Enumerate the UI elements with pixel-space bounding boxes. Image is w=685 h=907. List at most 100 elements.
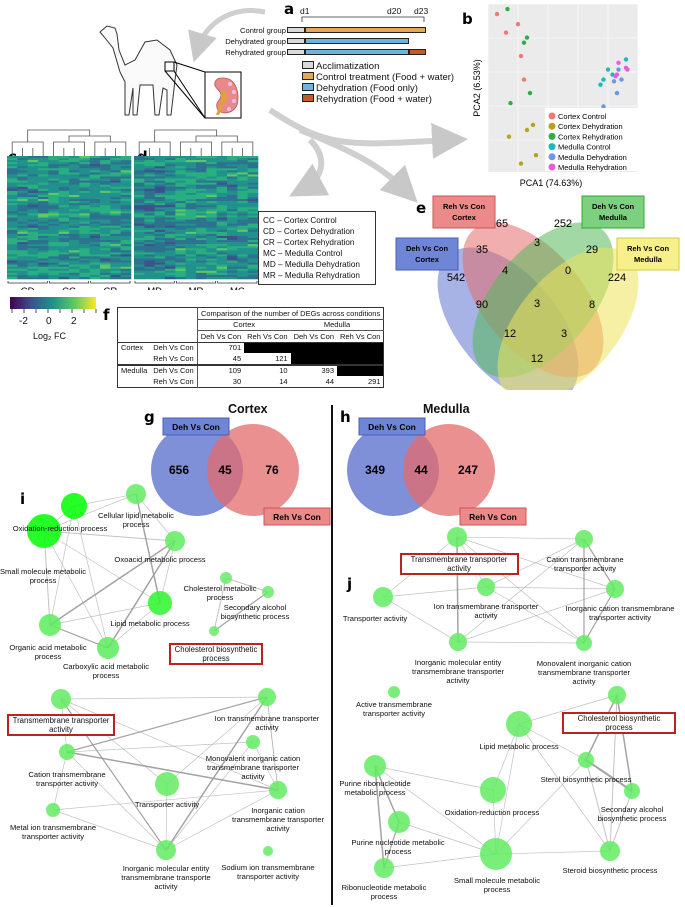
heatmap-cell: [216, 205, 228, 208]
heatmap-cell: [185, 227, 197, 231]
heatmap-cell: [38, 178, 49, 181]
network_j_top-label-ta: Transporter activity: [342, 614, 408, 623]
group-bracket: [217, 281, 258, 284]
heatmap-cell: [120, 235, 132, 239]
heatmap-cell: [175, 197, 186, 200]
network_i_top-node-chb: [209, 626, 219, 636]
heatmap-cell: [144, 235, 155, 239]
venn4-set-label: Deh Vs Con: [592, 202, 635, 211]
timeline-bar-dehyd: [305, 38, 409, 44]
heatmap-cell: [247, 182, 259, 185]
heatmap-cell: [38, 176, 49, 179]
pca-point-cortex-dehydration: [533, 153, 539, 158]
network_j_bottom-node-sb: [578, 752, 594, 768]
heatmap-cell: [17, 174, 28, 177]
heatmap-cell: [216, 219, 228, 222]
heatmap-cell: [110, 264, 121, 267]
heatmap-cell: [237, 258, 248, 261]
heatmap-cell: [69, 246, 80, 249]
network_j_top-edge: [485, 586, 585, 644]
heatmap-cell: [185, 248, 197, 251]
heatmap-cell: [247, 219, 259, 222]
heatmap-cell: [7, 172, 18, 175]
heatmap-cell: [165, 190, 176, 194]
heatmap-cell: [110, 184, 121, 188]
venn-medulla-right-label: Reh Vs Con: [469, 512, 517, 522]
heatmap-cell: [154, 233, 166, 237]
heatmap-cell: [175, 268, 186, 272]
heatmap-cell: [27, 186, 39, 190]
heatmap-cell: [58, 207, 70, 210]
heatmap-cell: [79, 201, 90, 204]
heatmap-cell: [89, 168, 101, 171]
heatmap-cell: [100, 235, 111, 239]
heatmap-cell: [237, 170, 248, 173]
heatmap-cell: [144, 229, 155, 233]
heatmap-cell: [7, 223, 18, 226]
heatmap-cell: [120, 238, 132, 241]
network_i_bottom-node-ic: [269, 781, 287, 799]
legend-swatch: [302, 72, 314, 80]
heatmap-cell: [154, 168, 166, 171]
heatmap-cell: [175, 217, 186, 220]
heatmap-cell: [237, 264, 248, 267]
heatmap-cell: [100, 244, 111, 247]
network_j_top-edge: [583, 538, 616, 590]
heatmap-cell: [247, 199, 259, 202]
heatmap-cell: [100, 276, 111, 280]
heatmap-cell: [110, 254, 121, 257]
heatmap-cell: [48, 225, 59, 229]
heatmap-cell: [144, 170, 155, 173]
heatmap-cell: [154, 162, 166, 165]
heatmap-cell: [175, 246, 186, 249]
heatmap-cell: [48, 199, 59, 202]
heatmap-cell: [216, 264, 228, 267]
heatmap-cell: [196, 233, 207, 237]
heatmap-cell: [27, 178, 39, 181]
heatmap-cell: [185, 172, 197, 175]
network_i_top-edge: [43, 530, 109, 649]
heatmap-cell: [134, 256, 145, 259]
heatmap-cell: [144, 244, 155, 247]
heatmap-cell: [206, 209, 217, 212]
heatmap-group-label: CD: [21, 286, 35, 290]
pca-legend-marker: [548, 122, 556, 130]
network_i_top-label-ox: Oxidation-reduction process: [12, 524, 108, 533]
heatmap-cell: [237, 268, 248, 272]
heatmap-cell: [196, 235, 207, 239]
heatmap-cell: [216, 274, 228, 278]
heatmap-cell: [206, 260, 217, 263]
heatmap-cell: [196, 190, 207, 194]
heatmap-cell: [154, 170, 166, 173]
heatmap-cell: [144, 238, 155, 241]
heatmap-cell: [110, 229, 121, 233]
pca-legend: [545, 108, 638, 171]
heatmap-cell: [120, 246, 132, 249]
heatmap-cell: [144, 254, 155, 257]
heatmap-cell: [58, 242, 70, 245]
heatmap-cell: [206, 266, 217, 270]
heatmap-cell: [196, 258, 207, 261]
heatmap-cell: [7, 221, 18, 224]
heatmap-cell: [27, 225, 39, 229]
heatmap-cell: [154, 260, 166, 263]
heatmap-cell: [7, 201, 18, 204]
heatmap-cell: [216, 184, 228, 188]
heatmap-cell: [237, 244, 248, 247]
heatmap-cell: [227, 235, 238, 239]
heatmap-cell: [17, 178, 28, 181]
heatmap-cell: [79, 174, 90, 177]
heatmap-cell: [165, 217, 176, 220]
heatmap-cell: [89, 172, 101, 175]
heatmap-cell: [165, 194, 176, 198]
heatmap-cell: [27, 221, 39, 224]
heatmap-cell: [17, 256, 28, 259]
heatmap-cell: [17, 225, 28, 229]
heatmap-cell: [247, 215, 259, 218]
heatmap-cell: [79, 192, 90, 196]
heatmap-cell: [175, 201, 186, 204]
heatmap-cell: [58, 227, 70, 231]
heatmap-cell: [185, 262, 197, 265]
heatmap-cell: [175, 248, 186, 251]
heatmap-cell: [58, 254, 70, 257]
